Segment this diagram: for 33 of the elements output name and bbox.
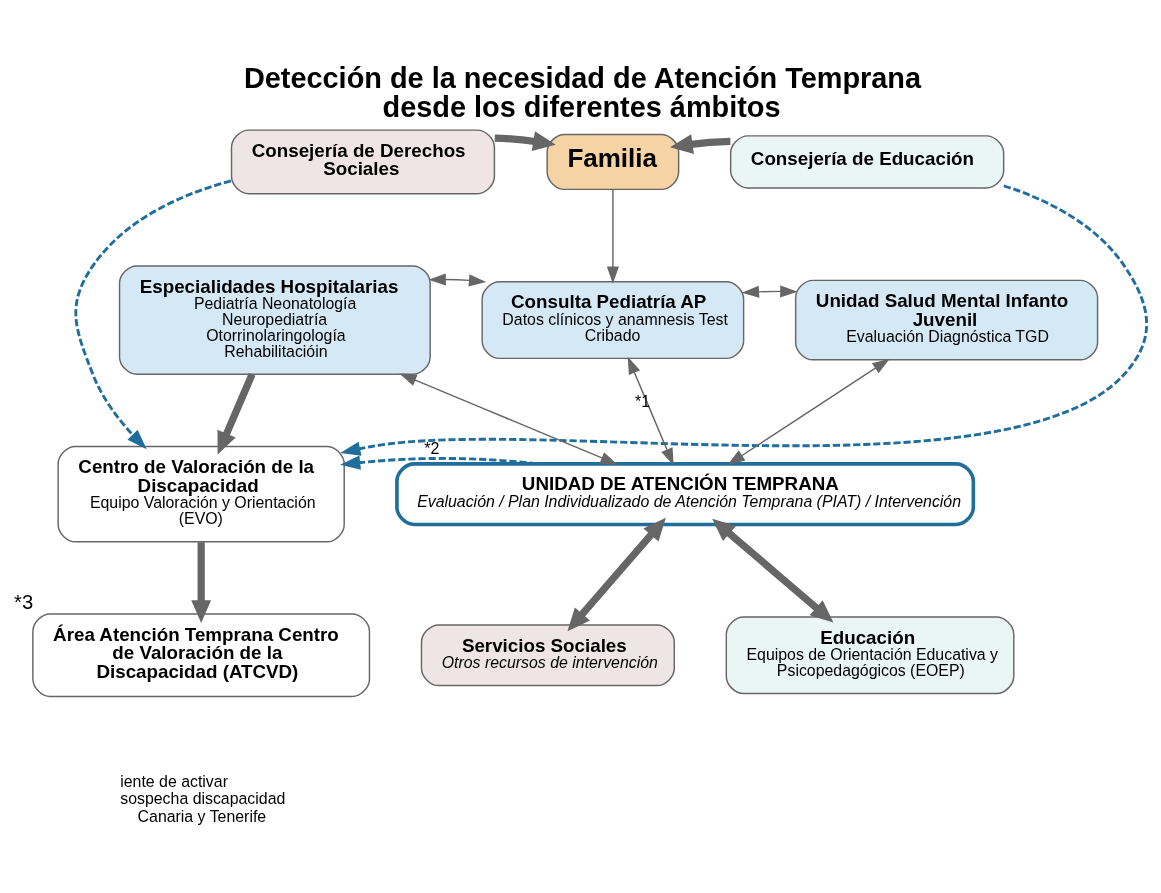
arrow <box>217 372 256 455</box>
diagram-title: Detección de la necesidad de Atención Temprana desde los diferentes ámbitos <box>243 62 922 124</box>
node-box: Consejería de Derechos Sociales <box>230 129 496 195</box>
edge-label: *1 <box>635 393 651 411</box>
node-box: Servicios Sociales Otros recursos de intervención <box>420 624 675 687</box>
label: iente de activar <box>120 773 228 791</box>
edge-label: *2 <box>424 439 440 457</box>
arrow <box>74 179 232 450</box>
node-box: Educación Equipos de Orientación Educativa y Psicopedagógicos (EOEP) <box>725 616 1015 695</box>
arrow <box>741 285 798 298</box>
node-box: Consejería de Educación <box>729 135 1005 189</box>
arrow <box>567 517 666 632</box>
node-box: Consulta Pediatría AP Datos clínicos y anamnesis Test Cribado <box>481 281 745 360</box>
node-box: UNIDAD DE ATENCIÓN TEMPRANA Evaluación / Plan Individualizado de Atención Temprana (PIAT) / Intervención <box>395 462 976 527</box>
node-label: *3 <box>14 590 34 613</box>
label: sospecha discapacidad <box>120 790 286 808</box>
arrow <box>494 131 556 151</box>
arrow <box>191 542 212 623</box>
arrow <box>712 518 834 623</box>
arrow <box>340 184 1148 456</box>
arrow <box>670 134 731 154</box>
label: Canaria y Tenerife <box>137 807 267 825</box>
node-box: Unidad Salud Mental Infanto Juvenil Evaluación Diagnóstica TGD <box>794 279 1099 361</box>
arrow <box>399 373 618 465</box>
node-box: Centro de Valoración de la Discapacidad Equipo Valoración y Orientación (EVO) <box>57 445 345 543</box>
arrow <box>428 273 487 287</box>
arrow <box>606 189 619 284</box>
arrow <box>340 455 537 470</box>
node-box: Especialidades Hospitalarias Pediatría Neonatología Neuropediatría Otorrinolaringología Rehabilitacióin <box>118 265 431 375</box>
arrow <box>627 356 674 466</box>
node-box: Familia <box>546 133 680 191</box>
node-box: Área Atención Temprana Centro de Valoración de la Discapacidad (ATCVD) <box>32 613 371 698</box>
arrow <box>727 358 890 465</box>
